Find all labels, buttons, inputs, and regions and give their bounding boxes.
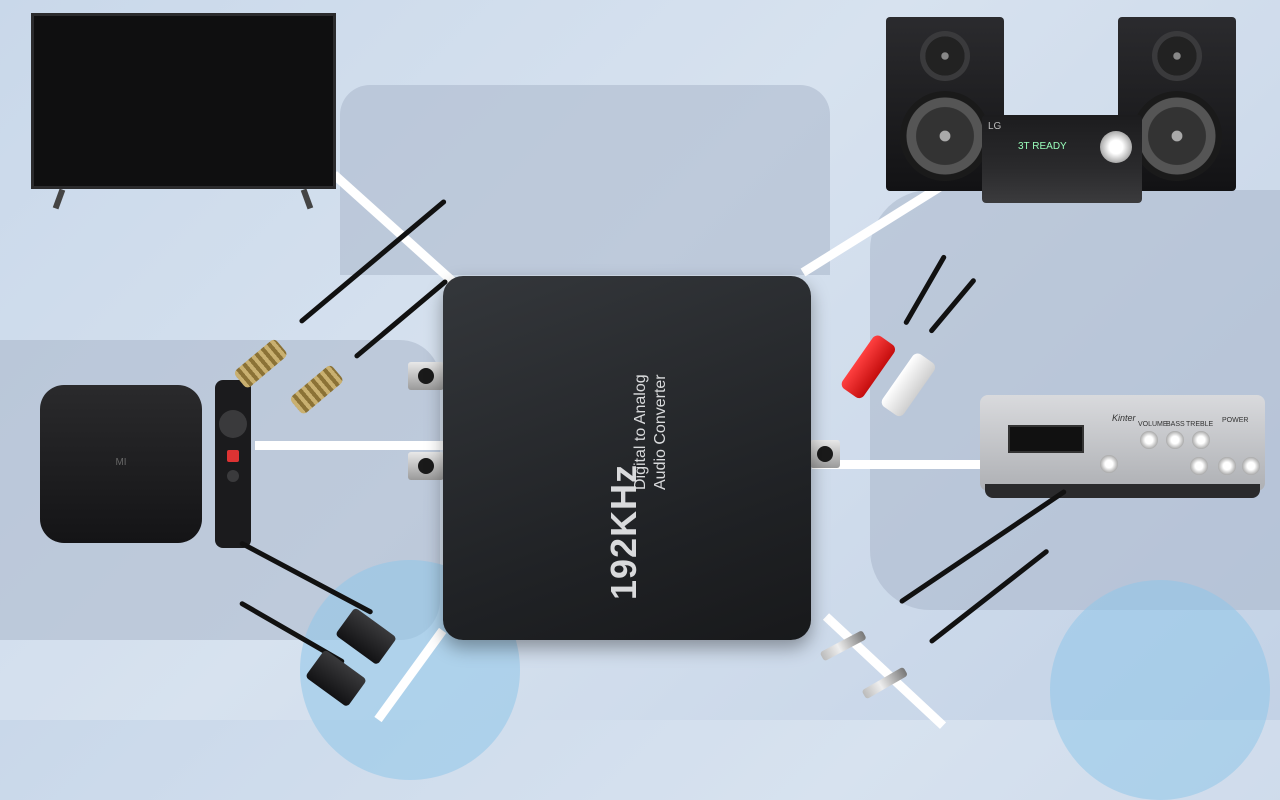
connector-line-amp	[812, 460, 1002, 469]
amp-base	[985, 484, 1260, 498]
stereo-display: 3T READY	[1018, 141, 1067, 152]
audio-amplifier: Kinter VOLUME BASS TREBLE POWER	[980, 395, 1265, 491]
converter-description-line1: Digital to Analog	[632, 374, 649, 490]
amp-label-bass: BASS	[1166, 421, 1185, 428]
amp-knob	[1100, 455, 1118, 473]
amp-knob	[1218, 457, 1236, 475]
amp-display	[1008, 425, 1084, 453]
amp-brand: Kinter	[1112, 413, 1136, 423]
stereo-receiver: LG 3T READY	[982, 115, 1142, 203]
dac-converter: 192KHz Digital to Analog Audio Converter	[443, 276, 811, 640]
amp-knob	[1242, 457, 1260, 475]
tweeter	[1152, 31, 1202, 81]
converter-description: Digital to Analog Audio Converter	[631, 330, 671, 490]
amp-label-volume: VOLUME	[1138, 421, 1168, 428]
connector-line-aux	[822, 613, 947, 729]
stereo-brand: LG	[988, 121, 1002, 132]
tv-leg-right	[300, 188, 314, 210]
amp-knob	[1140, 431, 1158, 449]
woofer	[1132, 91, 1222, 181]
amp-label-treble: TREBLE	[1186, 421, 1214, 428]
android-tv-box: MI	[40, 385, 202, 543]
background-shape-top	[340, 85, 830, 275]
remote-control	[215, 380, 251, 548]
woofer	[900, 91, 990, 181]
converter-rca-jack	[408, 452, 444, 480]
amp-label-power: POWER	[1222, 417, 1249, 424]
remote-button	[227, 450, 239, 462]
box-logo: MI	[115, 457, 127, 468]
stereo-knob	[1100, 131, 1132, 163]
remote-dpad	[219, 410, 247, 438]
tv-leg-left	[52, 188, 66, 210]
amp-knob	[1192, 431, 1210, 449]
remote-button	[227, 470, 239, 482]
amp-knob	[1190, 457, 1208, 475]
converter-rca-jack	[408, 362, 444, 390]
converter-description-line2: Audio Converter	[652, 374, 669, 490]
tweeter	[920, 31, 970, 81]
television	[31, 13, 336, 189]
converter-optical-jack	[810, 440, 840, 468]
connector-line-box	[255, 441, 445, 450]
amp-knob	[1166, 431, 1184, 449]
background-circle-right	[1050, 580, 1270, 800]
